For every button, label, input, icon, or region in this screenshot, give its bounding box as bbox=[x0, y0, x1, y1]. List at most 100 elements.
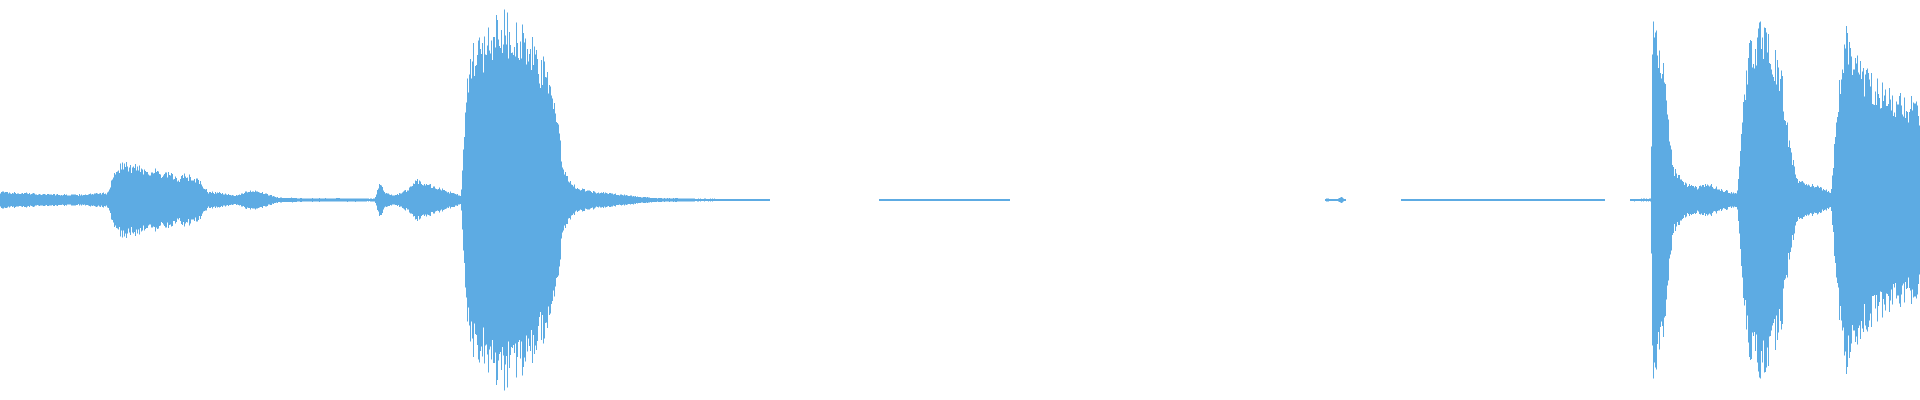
waveform-sample bbox=[524, 42, 525, 358]
waveform-sample bbox=[677, 198, 678, 202]
waveform-sample bbox=[1406, 199, 1407, 201]
waveform-sample bbox=[425, 185, 426, 215]
waveform-sample bbox=[417, 179, 418, 222]
waveform-sample bbox=[314, 198, 315, 202]
waveform-sample bbox=[154, 172, 155, 228]
waveform-sample bbox=[969, 199, 970, 201]
waveform-sample bbox=[983, 199, 984, 201]
waveform-sample bbox=[487, 45, 488, 355]
waveform-sample bbox=[37, 194, 38, 206]
waveform-sample bbox=[107, 192, 108, 208]
waveform-sample bbox=[1840, 94, 1841, 306]
waveform-sample bbox=[1874, 105, 1875, 295]
waveform-sample bbox=[602, 193, 603, 208]
waveform-sample bbox=[935, 198, 936, 202]
waveform-sample bbox=[593, 190, 594, 210]
waveform-sample bbox=[377, 189, 378, 211]
waveform-sample bbox=[1466, 199, 1467, 201]
waveform-sample bbox=[300, 198, 301, 202]
waveform-sample bbox=[879, 199, 880, 201]
waveform-sample bbox=[258, 191, 259, 209]
waveform-sample bbox=[103, 192, 104, 208]
waveform-sample bbox=[44, 194, 45, 206]
waveform-sample bbox=[1007, 199, 1008, 201]
waveform-sample bbox=[761, 199, 762, 201]
waveform-sample bbox=[1491, 199, 1492, 201]
waveform-sample bbox=[189, 174, 190, 226]
waveform-sample bbox=[330, 198, 331, 202]
waveform-sample bbox=[1790, 147, 1791, 253]
waveform-sample bbox=[970, 199, 971, 201]
waveform-sample bbox=[623, 195, 624, 205]
waveform-sample bbox=[1858, 72, 1859, 328]
waveform-sample bbox=[1585, 199, 1586, 201]
waveform-sample bbox=[1484, 199, 1485, 201]
waveform-sample bbox=[1818, 186, 1819, 214]
waveform-sample bbox=[87, 195, 88, 205]
waveform-sample bbox=[1867, 68, 1868, 332]
waveform-sample bbox=[711, 198, 712, 201]
waveform-sample bbox=[1631, 199, 1632, 201]
waveform-sample bbox=[568, 181, 569, 219]
waveform-sample bbox=[612, 193, 613, 207]
waveform-sample bbox=[907, 199, 908, 201]
waveform-sample bbox=[124, 163, 125, 237]
waveform-sample bbox=[1410, 199, 1411, 201]
waveform-sample bbox=[700, 198, 701, 202]
waveform-sample bbox=[202, 186, 203, 214]
waveform-sample bbox=[1575, 199, 1576, 201]
waveform-sample bbox=[988, 199, 989, 201]
waveform-sample bbox=[930, 199, 931, 201]
waveform-sample bbox=[1334, 199, 1335, 201]
waveform-sample bbox=[226, 194, 227, 206]
waveform-sample bbox=[984, 199, 985, 201]
waveform-sample bbox=[1690, 186, 1691, 214]
waveform-sample bbox=[350, 198, 351, 202]
waveform-sample bbox=[1847, 32, 1848, 368]
waveform-sample bbox=[589, 190, 590, 210]
waveform-sample bbox=[322, 198, 323, 202]
waveform-sample bbox=[666, 198, 667, 202]
waveform-sample bbox=[493, 37, 494, 363]
waveform-sample bbox=[579, 189, 580, 211]
waveform-sample bbox=[691, 198, 692, 202]
waveform-sample bbox=[150, 175, 151, 225]
waveform-sample bbox=[1536, 199, 1537, 201]
waveform-sample bbox=[1574, 199, 1575, 201]
waveform-sample bbox=[519, 59, 520, 341]
waveform-sample bbox=[884, 199, 885, 201]
waveform-sample bbox=[304, 198, 305, 202]
waveform-sample bbox=[1877, 78, 1878, 322]
waveform-sample bbox=[762, 199, 763, 201]
waveform-sample bbox=[177, 181, 178, 219]
waveform-sample bbox=[924, 199, 925, 201]
waveform-sample bbox=[634, 196, 635, 204]
waveform-sample bbox=[109, 189, 110, 211]
waveform-sample bbox=[557, 122, 558, 278]
waveform-sample bbox=[1661, 78, 1662, 322]
waveform-sample bbox=[295, 198, 296, 203]
waveform-sample bbox=[1576, 199, 1577, 201]
waveform-sample bbox=[1866, 70, 1867, 330]
waveform-sample bbox=[429, 184, 430, 216]
waveform-sample bbox=[1511, 199, 1512, 201]
waveform-sample bbox=[302, 198, 303, 202]
waveform-sample bbox=[1854, 69, 1855, 331]
waveform-sample bbox=[1603, 199, 1604, 201]
waveform-sample bbox=[909, 199, 910, 201]
waveform-sample bbox=[59, 195, 60, 206]
waveform-sample bbox=[1436, 199, 1437, 201]
waveform-sample bbox=[1723, 192, 1724, 209]
waveform-sample bbox=[1470, 199, 1471, 201]
waveform-sample bbox=[247, 192, 248, 208]
waveform-sample bbox=[23, 194, 24, 206]
waveform-sample bbox=[1747, 84, 1748, 316]
waveform-sample bbox=[80, 195, 81, 205]
waveform-sample bbox=[1508, 199, 1509, 201]
waveform-sample bbox=[99, 193, 100, 207]
waveform-sample bbox=[112, 179, 113, 221]
waveform-sample bbox=[952, 199, 953, 202]
waveform-sample bbox=[721, 198, 722, 202]
